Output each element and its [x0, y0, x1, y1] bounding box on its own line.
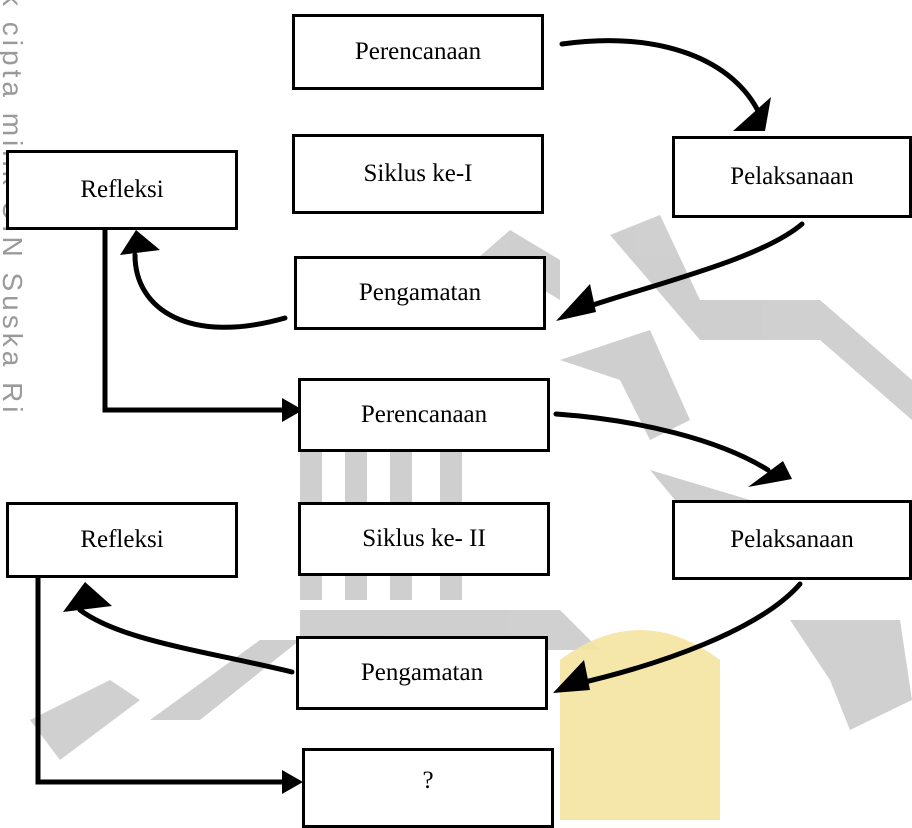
cycle-1-label: Siklus ke-I	[363, 160, 473, 187]
arrowhead-next	[282, 770, 303, 794]
arrowhead-action1	[733, 97, 771, 131]
arrowhead-action2	[748, 461, 792, 487]
observation-box-cycle-1: Pengamatan	[294, 256, 546, 330]
cycle-1-label-box: Siklus ke-I	[292, 134, 544, 214]
arrow-action2-to-observation2	[569, 581, 803, 688]
action-label-cycle-1: Pelaksanaan	[730, 163, 854, 190]
planning-box-cycle-2: Perencanaan	[298, 378, 550, 452]
arrowhead-planning2	[282, 398, 303, 422]
arrow-action1-to-observation1	[575, 221, 805, 313]
action-box-cycle-1: Pelaksanaan	[672, 136, 912, 218]
next-step-box: ?	[302, 748, 554, 828]
cycle-2-label: Siklus ke- II	[362, 525, 486, 552]
action-box-cycle-2: Pelaksanaan	[672, 500, 912, 580]
cycle-2-label-box: Siklus ke- II	[298, 502, 550, 576]
observation-box-cycle-2: Pengamatan	[296, 636, 548, 710]
arrow-planning2-to-action2	[553, 411, 771, 473]
arrow-observation1-to-reflection1	[132, 252, 288, 330]
arrow-reflection1-to-planning2	[102, 222, 288, 413]
observation-label-cycle-2: Pengamatan	[360, 659, 484, 686]
arrow-observation2-to-reflection2	[77, 607, 295, 675]
arrowhead-observation2	[553, 660, 590, 693]
planning-label-cycle-1: Perencanaan	[354, 38, 482, 65]
reflection-label-cycle-1: Refleksi	[80, 176, 164, 203]
arrow-reflection2-to-next	[35, 571, 288, 785]
arrowhead-reflection1	[120, 230, 160, 255]
planning-box-cycle-1: Perencanaan	[292, 14, 544, 90]
observation-label-cycle-1: Pengamatan	[358, 279, 482, 306]
reflection-box-cycle-2: Refleksi	[6, 502, 238, 578]
arrow-planning1-to-action1	[559, 38, 763, 118]
arrowhead-reflection2	[63, 582, 112, 612]
arrowhead-observation1	[556, 284, 596, 321]
reflection-label-cycle-2: Refleksi	[80, 526, 164, 553]
next-step-label: ?	[422, 767, 434, 794]
reflection-box-cycle-1: Refleksi	[6, 150, 238, 230]
planning-label-cycle-2: Perencanaan	[360, 401, 488, 428]
action-label-cycle-2: Pelaksanaan	[730, 526, 854, 553]
